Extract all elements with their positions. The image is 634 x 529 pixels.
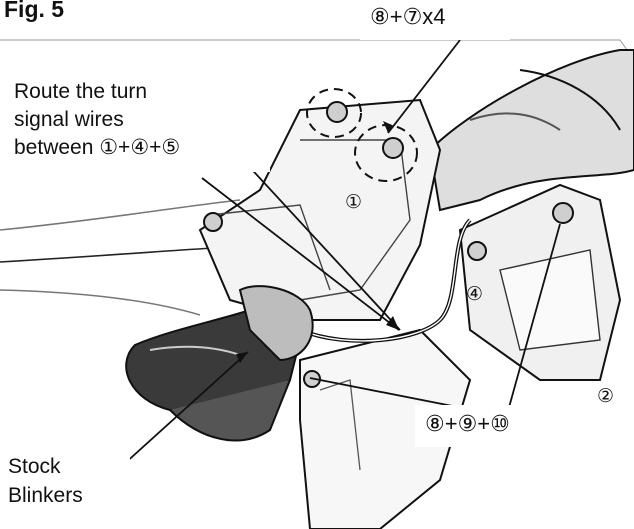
wire-routing-note: Route the turn signal wires between ①+④+… (14, 78, 274, 162)
wire-routing-line-3: between ①+④+⑤ (14, 136, 181, 159)
stock-blinker (125, 285, 314, 442)
frame-tube (428, 49, 634, 212)
callout-4: ④ (466, 283, 484, 305)
callout-2: ② (597, 385, 615, 407)
arrow-heads (236, 121, 399, 363)
turn-signal-wire (299, 218, 472, 343)
wire-routing-line-1: Route the turn (14, 80, 148, 103)
mounting-bracket (198, 98, 442, 321)
parts-note-top: ⑧+⑦x4 (370, 4, 446, 29)
figure-title: Fig. 5 (4, 0, 65, 22)
side-plate (458, 183, 622, 381)
stock-blinkers-line-2: Blinkers (8, 484, 83, 507)
parts-note-bottom: ⑧+⑨+⑩ (425, 411, 510, 436)
wire-routing-line-2: signal wires (14, 108, 124, 131)
stock-blinkers-line-1: Stock (8, 455, 61, 478)
bolts (203, 101, 574, 388)
callout-1: ① (345, 191, 363, 213)
stock-blinkers-label: Stock Blinkers (8, 452, 83, 510)
lower-plate (299, 328, 472, 529)
label-backgrounds (0, 0, 585, 529)
